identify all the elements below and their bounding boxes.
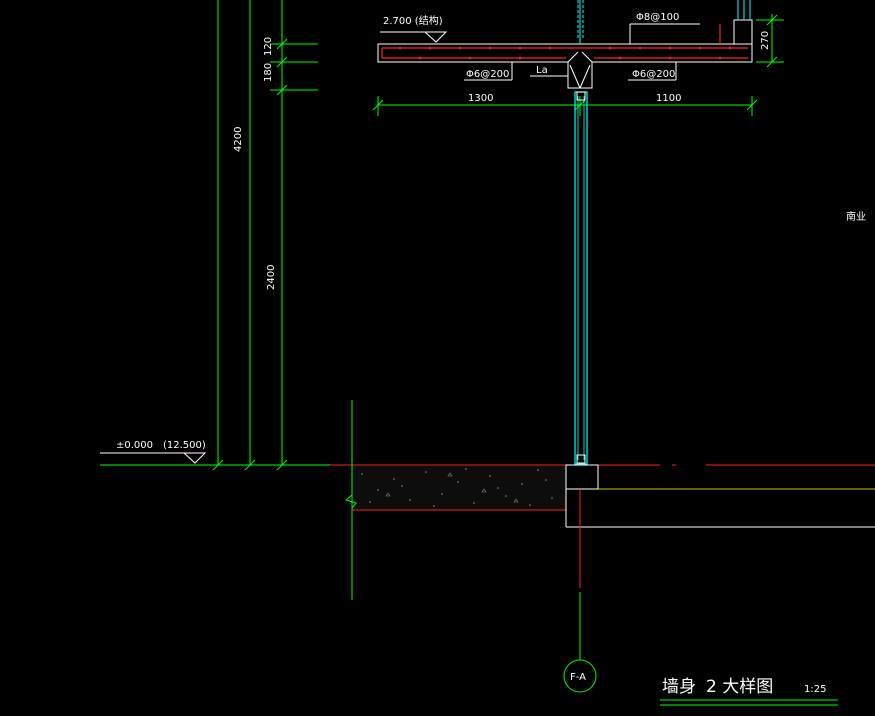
concrete-aggregate: [361, 468, 553, 507]
side-text: 南业: [846, 210, 866, 223]
dim-parapet: 270: [760, 31, 771, 50]
rebar-leaders: [464, 23, 700, 81]
slab-structure: [377, 0, 753, 89]
wall-footing: [565, 464, 599, 490]
slab-level-marker: [380, 31, 448, 43]
bottom-rebar-right-label: Φ6@200: [632, 69, 675, 80]
dim-tick: [766, 14, 778, 26]
concrete-fill: [352, 466, 566, 510]
dim-beam-depth: 180: [263, 63, 274, 82]
anchor-line-2: [579, 64, 591, 89]
title-detail: 2 大样图: [706, 677, 773, 697]
parapet-upstand: [733, 19, 753, 45]
ground-slab: [344, 400, 875, 600]
break-zigzag: [344, 494, 357, 509]
wall-section: [574, 91, 588, 465]
vertical-dimension-labels: 120 180 4200 2400: [233, 37, 277, 290]
wall-outline: [574, 91, 588, 465]
ground-level-triangle: [182, 452, 207, 464]
dim-tick: [276, 84, 288, 96]
bottom-rebar-left-label: Φ6@200: [466, 69, 509, 80]
dim-tick: [372, 99, 384, 111]
dim-wall-height: 2400: [266, 265, 277, 290]
title-block: [660, 699, 838, 706]
slab-level-label: 2.700 (结构): [383, 14, 443, 27]
anchor-line-1: [569, 64, 581, 89]
title-scale: 1:25: [804, 684, 826, 695]
wall-top-cap: [576, 91, 586, 101]
title-name: 墙身: [662, 677, 696, 697]
dim-tick: [766, 56, 778, 68]
dim-tick: [574, 99, 586, 111]
anchor-length-label: La: [536, 65, 548, 76]
top-rebar-label: Φ8@100: [636, 12, 679, 23]
dim-left-span: 1300: [468, 93, 493, 104]
slab-outline: [377, 43, 753, 89]
ground-level-label: ±0.000: [116, 440, 153, 451]
haunch-right: [581, 51, 593, 63]
dim-tick: [276, 38, 288, 50]
rebar-dots: [398, 46, 732, 60]
axis-bubble: [563, 659, 597, 693]
haunch-left: [567, 51, 579, 63]
wall-base-cap: [576, 454, 586, 464]
axis-group: [563, 489, 597, 693]
dim-right-span: 1100: [656, 93, 681, 104]
dim-total-height: 4200: [233, 127, 244, 152]
span-dimension: [372, 96, 758, 116]
level-triangle: [423, 31, 448, 43]
ground-level-ref-label: (12.500): [163, 440, 206, 451]
dim-tick: [746, 99, 758, 111]
dim-tick: [276, 56, 288, 68]
parapet-dimension: [756, 14, 784, 68]
axis-id-label: F-A: [570, 672, 586, 683]
vertical-dimension-group: [212, 0, 318, 471]
ground-level-marker: [100, 452, 330, 466]
dim-slab-thickness: 120: [263, 37, 274, 56]
